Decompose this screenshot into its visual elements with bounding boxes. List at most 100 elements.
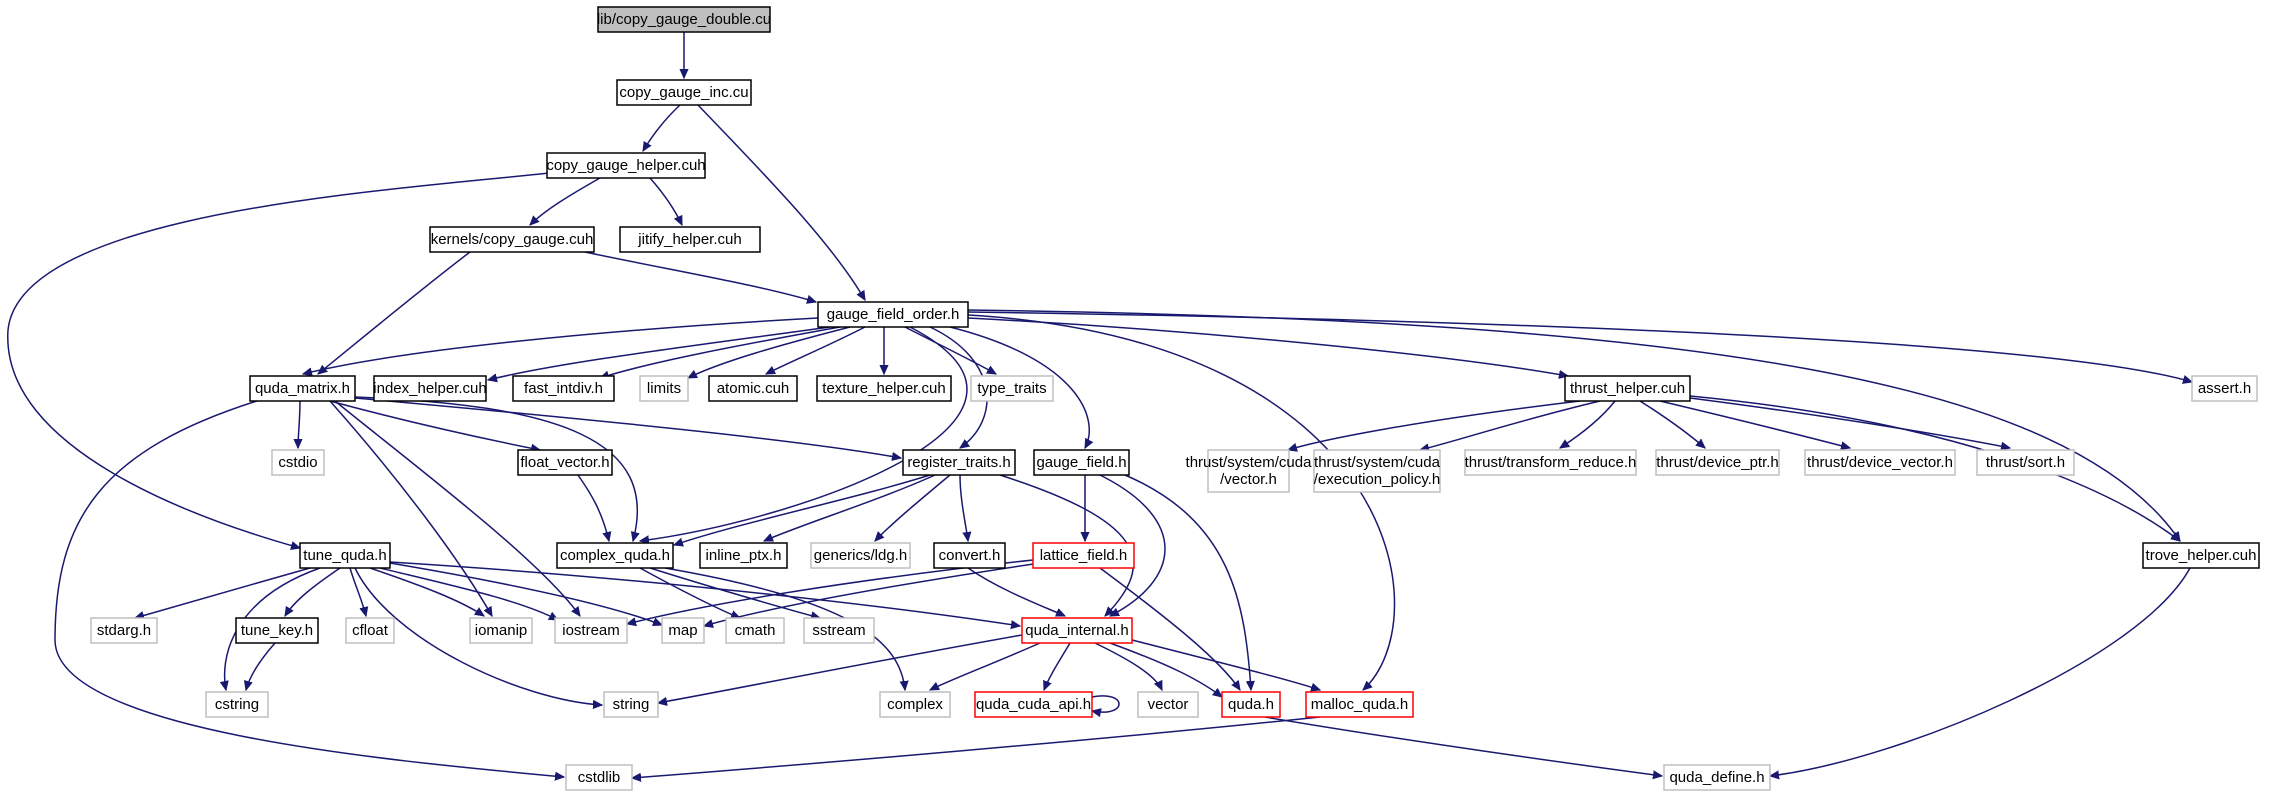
edge-regtraits-to-complexquda	[674, 474, 931, 545]
node-gfo[interactable]: gauge_field_order.h	[817, 301, 969, 328]
edge-qmatrix-to-iostream	[334, 400, 580, 616]
edge-kernels-to-qmatrix	[318, 251, 471, 374]
node-string[interactable]: string	[603, 691, 659, 718]
node-box	[1976, 449, 2075, 476]
node-label: gauge_field_order.h	[827, 306, 960, 323]
edge-regtraits-to-convert	[959, 474, 968, 541]
node-label: cmath	[735, 622, 776, 639]
node-fastdiv[interactable]: fast_intdiv.h	[512, 375, 615, 402]
node-kernels[interactable]: kernels/copy_gauge.cuh	[429, 226, 595, 253]
node-label: cfloat	[352, 622, 389, 639]
node-cstdio[interactable]: cstdio	[271, 449, 325, 476]
node-label: malloc_quda.h	[1311, 696, 1409, 713]
node-tdp[interactable]: thrust/device_ptr.h	[1655, 449, 1780, 476]
node-tdv[interactable]: thrust/device_vector.h	[1804, 449, 1956, 476]
node-label: assert.h	[2198, 380, 2251, 397]
node-iostream[interactable]: iostream	[554, 617, 628, 644]
node-qdefine[interactable]: quda_define.h	[1663, 764, 1771, 791]
node-box	[2191, 375, 2258, 402]
edge-thrusth-to-tsv	[1288, 400, 1581, 450]
node-floatvec[interactable]: float_vector.h	[517, 449, 613, 476]
node-box	[1207, 449, 1290, 493]
node-label: quda_define.h	[1669, 769, 1764, 786]
node-sstream[interactable]: sstream	[803, 617, 875, 644]
node-qcudaapi[interactable]: quda_cuda_api.h	[974, 691, 1093, 718]
edge-convert-to-qinternal	[967, 567, 1065, 617]
node-latticefield[interactable]: lattice_field.h	[1032, 542, 1135, 569]
node-box	[725, 617, 785, 644]
node-box	[565, 764, 633, 791]
node-label: lib/copy_gauge_double.cu	[597, 11, 771, 28]
node-box	[1021, 617, 1133, 644]
edge-gfo-to-fastdiv	[600, 326, 841, 378]
node-trove[interactable]: trove_helper.cuh	[2142, 542, 2260, 569]
node-stdarg[interactable]: stdarg.h	[90, 617, 158, 644]
node-label: thrust/sort.h	[1986, 454, 2065, 471]
node-helper[interactable]: copy_gauge_helper.cuh	[546, 152, 706, 179]
node-gaugefield[interactable]: gauge_field.h	[1033, 449, 1130, 476]
node-jitify[interactable]: jitify_helper.cuh	[619, 226, 761, 253]
node-box	[902, 449, 1016, 476]
edge-gfo-to-qmatrix	[303, 317, 819, 374]
node-qudah[interactable]: quda.h	[1221, 691, 1281, 718]
node-label: inline_ptx.h	[706, 547, 782, 564]
node-qinternal[interactable]: quda_internal.h	[1021, 617, 1133, 644]
edge-gfo-to-asserth	[967, 311, 2192, 382]
node-box	[933, 542, 1006, 569]
node-tunequda[interactable]: tune_quda.h	[299, 542, 391, 569]
node-map[interactable]: map	[661, 617, 705, 644]
node-vector[interactable]: vector	[1137, 691, 1199, 718]
node-cstring[interactable]: cstring	[205, 691, 269, 718]
node-label: complex_quda.h	[560, 547, 670, 564]
node-tsv[interactable]: thrust/system/cuda/vector.h	[1186, 449, 1313, 493]
node-tsep[interactable]: thrust/system/cuda/execution_policy.h	[1313, 449, 1441, 493]
node-typetraits[interactable]: type_traits	[970, 375, 1054, 402]
edge-helper-to-kernels	[530, 177, 601, 225]
node-complex[interactable]: complex	[879, 691, 951, 718]
edge-tunequda-to-string	[354, 567, 602, 705]
node-index[interactable]: index_helper.cuh	[373, 375, 487, 402]
edge-thrusth-to-ttr	[1560, 400, 1616, 448]
edge-latticefield-to-iostream	[627, 559, 1034, 624]
edge-mallocq-to-cstdlib	[632, 716, 1321, 778]
node-label: quda_matrix.h	[255, 380, 350, 397]
node-qmatrix[interactable]: quda_matrix.h	[249, 375, 356, 402]
edge-gaugefield-to-qinternal	[1099, 474, 1166, 617]
node-tunekey[interactable]: tune_key.h	[235, 617, 319, 644]
edge-qinternal-to-mallocq	[1131, 639, 1320, 690]
node-cfloat[interactable]: cfloat	[345, 617, 395, 644]
node-label: complex	[887, 696, 943, 713]
edge-qmatrix-to-iomanip	[329, 400, 493, 616]
node-regtraits[interactable]: register_traits.h	[902, 449, 1016, 476]
node-label: cstdlib	[578, 769, 621, 786]
node-box	[1221, 691, 1281, 718]
node-box	[373, 375, 487, 402]
node-box	[974, 691, 1093, 718]
node-label: lattice_field.h	[1040, 547, 1128, 564]
node-label: cstring	[215, 696, 259, 713]
node-thrusth[interactable]: thrust_helper.cuh	[1564, 375, 1691, 402]
node-tsort[interactable]: thrust/sort.h	[1976, 449, 2075, 476]
node-atomic[interactable]: atomic.cuh	[708, 375, 798, 402]
node-box	[1804, 449, 1956, 476]
node-inlineptx[interactable]: inline_ptx.h	[699, 542, 788, 569]
node-label: thrust/device_ptr.h	[1656, 454, 1779, 471]
node-genericsldg[interactable]: generics/ldg.h	[810, 542, 911, 569]
edge-qcudaapi-to-qcudaapi	[1092, 695, 1120, 712]
node-complexquda[interactable]: complex_quda.h	[556, 542, 674, 569]
node-label: limits	[647, 380, 681, 397]
node-label: index_helper.cuh	[373, 380, 486, 397]
node-ttr[interactable]: thrust/transform_reduce.h	[1464, 449, 1637, 476]
node-texture[interactable]: texture_helper.cuh	[816, 375, 952, 402]
node-inc[interactable]: copy_gauge_inc.cu	[616, 79, 752, 106]
node-asserth[interactable]: assert.h	[2191, 375, 2258, 402]
node-box	[879, 691, 951, 718]
node-cmath[interactable]: cmath	[725, 617, 785, 644]
edge-thrusth-to-tdv	[1659, 400, 1850, 448]
node-limits[interactable]: limits	[639, 375, 689, 402]
node-iomanip[interactable]: iomanip	[469, 617, 533, 644]
node-cstdlib[interactable]: cstdlib	[565, 764, 633, 791]
node-mallocq[interactable]: malloc_quda.h	[1305, 691, 1414, 718]
node-convert[interactable]: convert.h	[933, 542, 1006, 569]
node-box	[803, 617, 875, 644]
